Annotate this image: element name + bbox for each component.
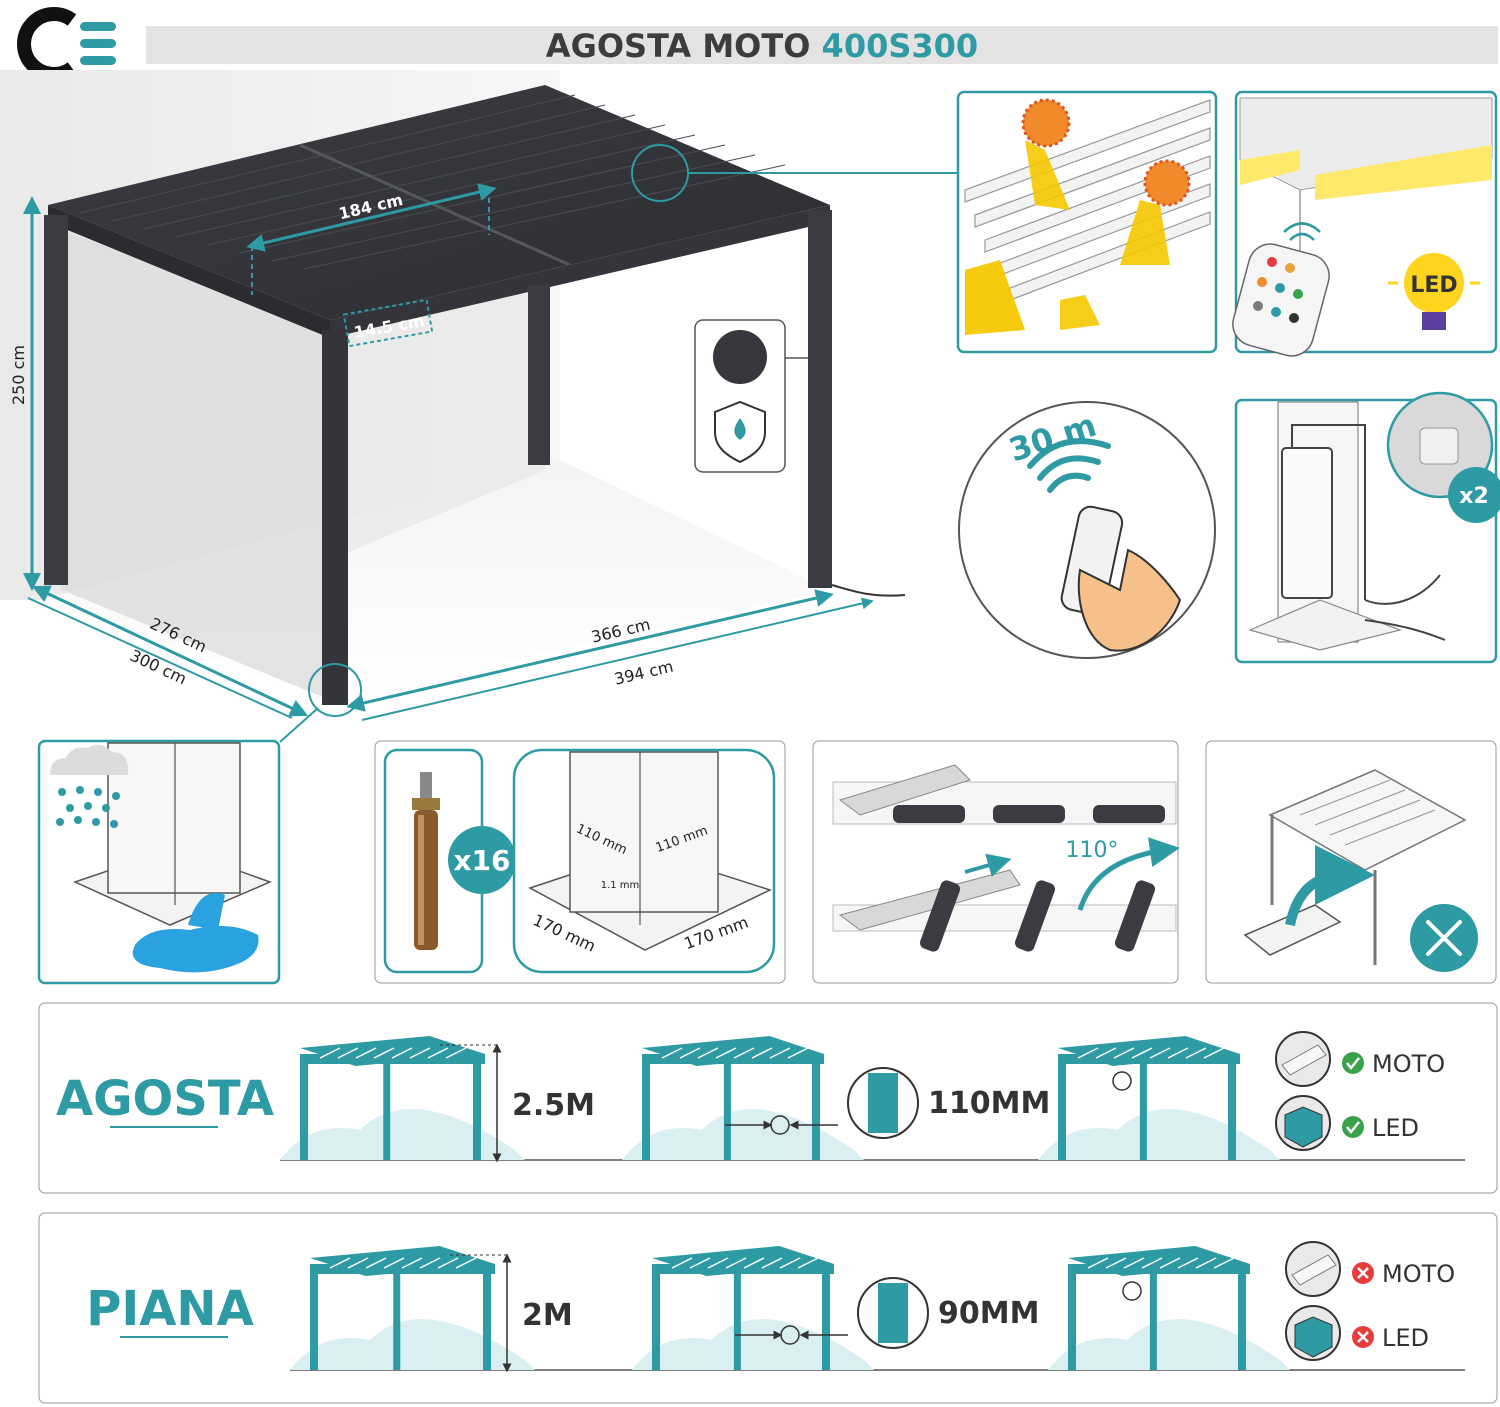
- water-drop-shield-icon: [714, 400, 766, 464]
- dim-depth-outer-label: 300 cm: [127, 646, 189, 689]
- panel-louver-rotation: 110°: [812, 740, 1180, 984]
- header: AGOSTA MOTO 400S300: [17, 7, 1498, 81]
- led-bulb-icon: LED: [1388, 253, 1480, 330]
- dark-grey-swatch: [713, 330, 767, 384]
- brand-logo: [17, 7, 116, 81]
- model-comparison: AGOSTA 2.5M 110MM MOTO LED PIANA 2M 90MM MOTO LED: [38, 1002, 1498, 1404]
- post-right: [808, 210, 832, 588]
- transformer-box: [1281, 447, 1333, 599]
- led-feature-label: LED: [1382, 1324, 1429, 1352]
- check-icon: [1342, 1052, 1364, 1074]
- model-post-label: 90MM: [938, 1296, 1039, 1331]
- panel-led-lighting: LED: [1232, 90, 1498, 357]
- rain-drops: [56, 786, 120, 828]
- plug-count-label: x2: [1459, 484, 1489, 509]
- moto-feature-label: MOTO: [1382, 1260, 1455, 1288]
- hand-remote-icon: [1060, 505, 1182, 652]
- panel-power-supply: x2: [1234, 391, 1500, 664]
- foot-callout-circle: [308, 663, 362, 717]
- panel-easy-assembly: [1205, 740, 1497, 984]
- led-feature-label: LED: [1372, 1114, 1419, 1142]
- rain-cloud-icon: [50, 744, 129, 775]
- post-front: [322, 330, 348, 705]
- comparison-row-piana: PIANA 2M 90MM MOTO LED: [38, 1212, 1498, 1404]
- anchor-bolt-icon: [412, 772, 440, 950]
- comparison-row-agosta: AGOSTA 2.5M 110MM MOTO LED: [38, 1002, 1498, 1194]
- model-name: PIANA: [86, 1281, 254, 1337]
- check-icon: [1342, 1116, 1364, 1138]
- louver-angle-label: 110°: [1066, 838, 1119, 863]
- wireless-signal-icon: [1027, 438, 1111, 493]
- model-post-label: 110MM: [928, 1086, 1050, 1121]
- panel-remote-range: 30 m: [958, 401, 1216, 659]
- post-back-middle: [528, 285, 550, 465]
- sun-icon: [1021, 98, 1071, 148]
- moto-feature-label: MOTO: [1372, 1050, 1445, 1078]
- dim-width-outer-label: 394 cm: [612, 657, 675, 689]
- post-wall-label: 1.1 mm: [601, 880, 640, 891]
- led-remote-icon: [1232, 243, 1330, 357]
- page-title: AGOSTA MOTO 400S300: [546, 27, 978, 65]
- title-bar: [146, 26, 1498, 64]
- color-option-card: [694, 319, 808, 473]
- led-bulb-label: LED: [1410, 273, 1457, 298]
- model-height-label: 2M: [522, 1298, 573, 1333]
- dim-height-label: 250 cm: [9, 345, 28, 405]
- panel-anchoring: x16 110 mm 110 mm 1.1 mm 170 mm 170 mm: [374, 740, 786, 984]
- panel-drainage: [37, 739, 281, 985]
- panel-adjustable-louvers: [956, 90, 1218, 354]
- sun-icon-2: [1143, 159, 1191, 207]
- water-puddle: [132, 926, 259, 973]
- post-back-left: [44, 215, 68, 585]
- pergola-illustration: 250 cm 184 cm 14.5 cm 276 cm 300 cm 366 …: [0, 70, 958, 743]
- model-name: AGOSTA: [56, 1071, 274, 1127]
- anchor-count-label: x16: [453, 844, 510, 877]
- model-height-label: 2.5M: [512, 1088, 595, 1123]
